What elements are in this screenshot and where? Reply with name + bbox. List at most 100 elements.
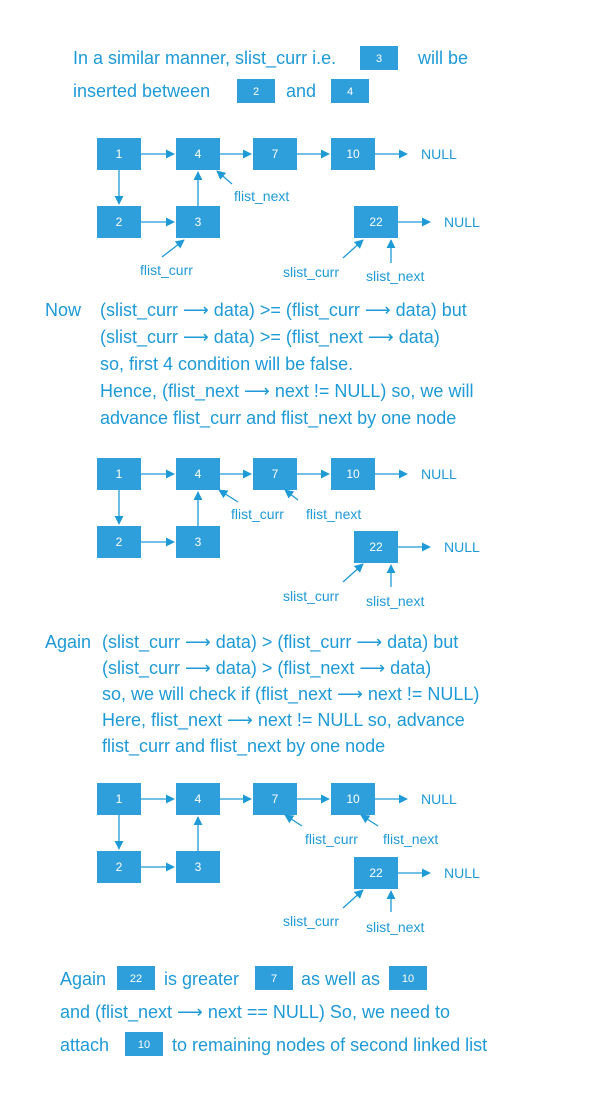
flist-curr-label: flist_curr	[231, 506, 284, 522]
paragraph-line: so, we will check if (flist_next ⟶ next …	[102, 684, 479, 705]
list-node	[354, 857, 398, 889]
outro-section: Again 22 is greater 7 as well as 10 and …	[60, 966, 487, 1056]
paragraph-line: (slist_curr ⟶ data) >= (flist_next ⟶ dat…	[100, 327, 440, 348]
paragraph-2: Again (slist_curr ⟶ data) > (flist_curr …	[45, 632, 479, 757]
node-value: 1	[116, 792, 123, 806]
outro-line1-mid1: is greater	[164, 969, 239, 989]
node-value: 7	[272, 467, 279, 481]
flist-next-label: flist_next	[383, 831, 438, 847]
pointer-arrow	[284, 489, 299, 501]
inline-node-badge	[389, 966, 427, 990]
node-value: 22	[369, 866, 383, 880]
inline-node-badge	[237, 79, 275, 103]
node-value: 4	[195, 147, 202, 161]
pointer-arrow	[342, 889, 364, 909]
diagram-1: 1 4 7 10 2 3 22 NULL NULL flist_next fli…	[97, 138, 480, 284]
pointer-arrow	[161, 239, 185, 258]
outro-line1-mid2: as well as	[301, 969, 380, 989]
intro-line2-prefix: inserted between	[73, 81, 210, 101]
intro-section: In a similar manner, slist_curr i.e. 3 w…	[73, 46, 468, 103]
inline-node-value: 7	[271, 973, 277, 985]
node-value: 10	[346, 147, 360, 161]
list-node	[253, 138, 297, 170]
inline-node-value: 4	[347, 86, 353, 98]
node-value: 3	[195, 215, 202, 229]
inline-node-value: 3	[376, 53, 382, 65]
node-value: 7	[272, 147, 279, 161]
intro-line1-prefix: In a similar manner, slist_curr i.e.	[73, 48, 336, 69]
pointer-arrow	[360, 814, 379, 827]
paragraph-lead: Now	[45, 300, 82, 320]
null-label: NULL	[444, 214, 480, 230]
null-label: NULL	[421, 146, 457, 162]
outro-line2: and (flist_next ⟶ next == NULL) So, we n…	[60, 1002, 450, 1023]
pointer-arrow	[342, 239, 364, 259]
list-node	[97, 138, 141, 170]
node-value: 2	[116, 215, 123, 229]
list-node	[97, 458, 141, 490]
null-label: NULL	[421, 466, 457, 482]
flist-next-label: flist_next	[306, 506, 361, 522]
node-value: 4	[195, 792, 202, 806]
list-node	[354, 531, 398, 563]
paragraph-line: flist_curr and flist_next by one node	[102, 736, 385, 757]
inline-node-badge	[255, 966, 293, 990]
inline-node-value: 2	[253, 86, 259, 98]
node-value: 3	[195, 535, 202, 549]
flist-curr-label: flist_curr	[140, 262, 193, 278]
diagram-3: 1 4 7 10 2 3 22 NULL NULL flist_curr fli…	[97, 783, 480, 935]
pointer-arrow	[342, 563, 364, 583]
list-node	[331, 783, 375, 815]
outro-line3-suffix: to remaining nodes of second linked list	[172, 1035, 487, 1055]
node-value: 2	[116, 860, 123, 874]
list-node	[176, 526, 220, 558]
slist-next-label: slist_next	[366, 593, 424, 609]
list-node	[97, 206, 141, 238]
paragraph-line: (slist_curr ⟶ data) > (flist_next ⟶ data…	[102, 658, 431, 679]
list-node	[176, 783, 220, 815]
flist-curr-label: flist_curr	[305, 831, 358, 847]
outro-line3-prefix: attach	[60, 1035, 109, 1055]
node-value: 1	[116, 467, 123, 481]
null-label: NULL	[444, 865, 480, 881]
outro-line1-prefix: Again	[60, 969, 106, 989]
list-node	[354, 206, 398, 238]
list-node	[331, 458, 375, 490]
pointer-arrow	[284, 814, 303, 827]
list-node	[176, 138, 220, 170]
node-value: 22	[369, 540, 383, 554]
paragraph-line: advance flist_curr and flist_next by one…	[100, 408, 456, 429]
paragraph-1: Now (slist_curr ⟶ data) >= (flist_curr ⟶…	[45, 300, 473, 429]
node-value: 10	[346, 792, 360, 806]
list-node	[97, 526, 141, 558]
node-value: 22	[369, 215, 383, 229]
paragraph-line: Here, flist_next ⟶ next != NULL so, adva…	[102, 710, 465, 731]
intro-line2-mid: and	[286, 81, 316, 101]
node-value: 4	[195, 467, 202, 481]
node-value: 7	[272, 792, 279, 806]
list-node	[176, 851, 220, 883]
list-node	[176, 206, 220, 238]
slist-curr-label: slist_curr	[283, 588, 339, 604]
list-node	[176, 458, 220, 490]
slist-curr-label: slist_curr	[283, 264, 339, 280]
paragraph-line: Hence, (flist_next ⟶ next != NULL) so, w…	[100, 381, 473, 402]
pointer-arrow	[216, 170, 233, 185]
node-value: 1	[116, 147, 123, 161]
node-value: 10	[346, 467, 360, 481]
null-label: NULL	[444, 539, 480, 555]
intro-line1-suffix: will be	[417, 48, 468, 68]
inline-node-badge	[360, 46, 398, 70]
inline-node-value: 10	[138, 1039, 150, 1051]
paragraph-line: (slist_curr ⟶ data) > (flist_curr ⟶ data…	[102, 632, 458, 653]
list-node	[253, 783, 297, 815]
node-value: 2	[116, 535, 123, 549]
paragraph-lead: Again	[45, 632, 91, 652]
diagram-2: 1 4 7 10 2 3 22 NULL NULL flist_curr fli…	[97, 458, 480, 609]
node-value: 3	[195, 860, 202, 874]
paragraph-line: so, first 4 condition will be false.	[100, 354, 353, 374]
paragraph-line: (slist_curr ⟶ data) >= (flist_curr ⟶ dat…	[100, 300, 467, 321]
inline-node-badge	[125, 1032, 163, 1056]
slist-next-label: slist_next	[366, 919, 424, 935]
